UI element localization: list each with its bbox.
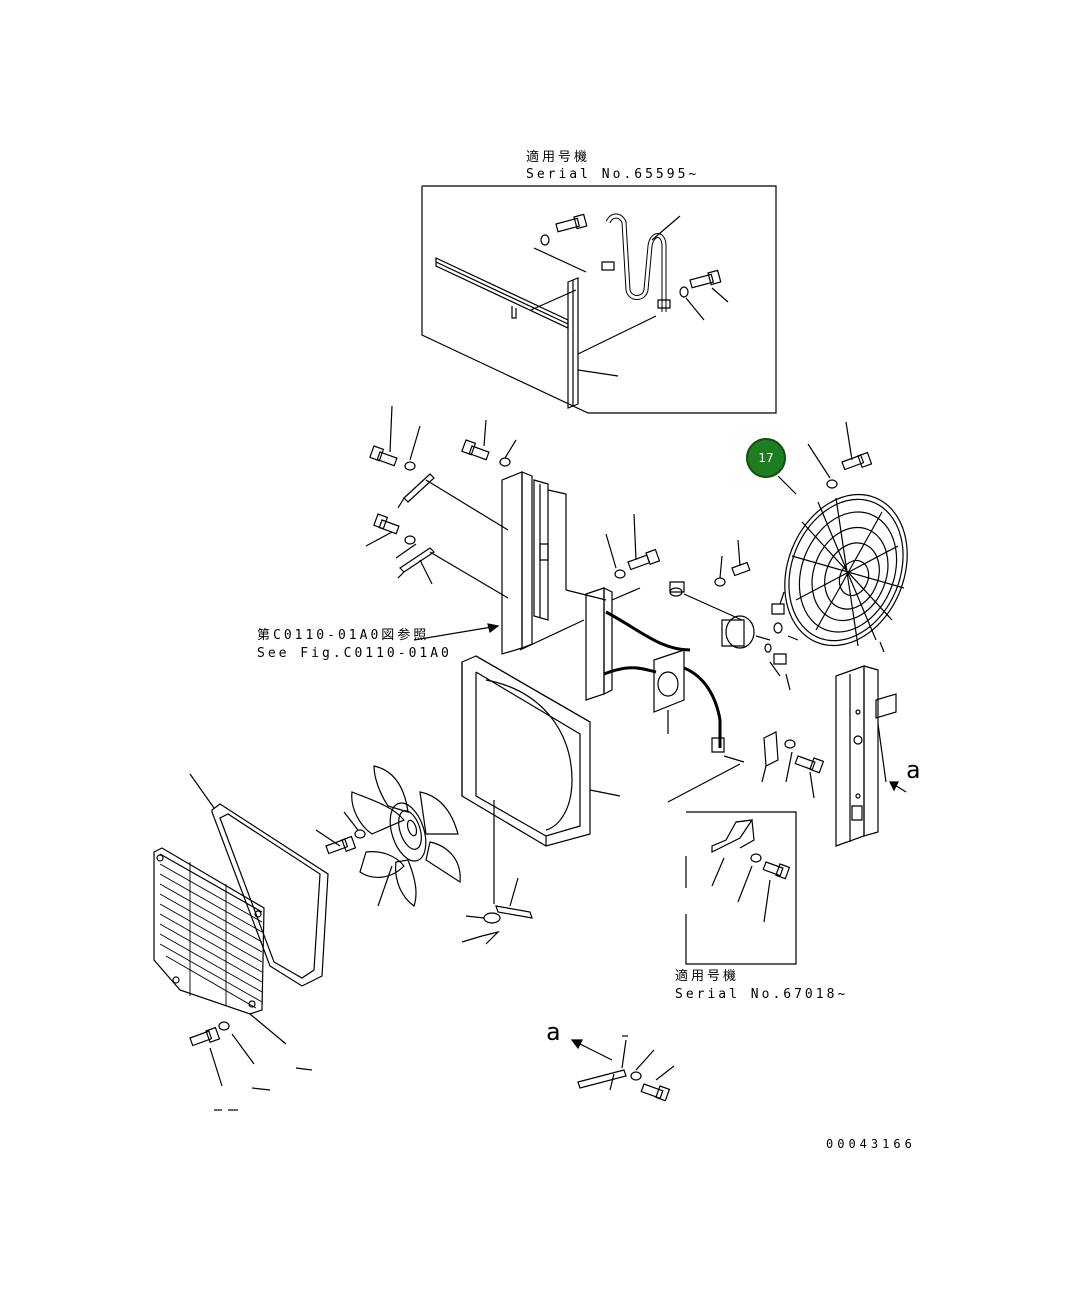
center-vertical-frame bbox=[502, 472, 606, 654]
front-grille bbox=[154, 848, 312, 1110]
view-marker-a-right: a bbox=[906, 756, 921, 784]
reference-label-en: See Fig.C0110-01A0 bbox=[257, 646, 452, 661]
bottom-inset-frame bbox=[686, 812, 796, 964]
view-marker-a-bottom: a bbox=[546, 1018, 561, 1046]
top-inset-applicable-label: 適用号機 bbox=[526, 150, 591, 165]
bottom-inset-applicable-label: 適用号機 bbox=[675, 969, 740, 984]
callout-badge-17[interactable]: 17 bbox=[746, 438, 786, 478]
motor-and-fittings bbox=[670, 540, 798, 690]
gasket-frame bbox=[190, 774, 328, 986]
top-inset-frame bbox=[422, 186, 776, 413]
top-inset-parts bbox=[436, 214, 728, 408]
reference-arrow bbox=[414, 624, 498, 640]
drawing-number: 00043166 bbox=[826, 1137, 916, 1151]
view-a-detail bbox=[572, 1036, 674, 1101]
upper-left-fasteners bbox=[366, 406, 516, 598]
bottom-inset-serial-label: Serial No.67018~ bbox=[675, 987, 849, 1002]
center-bracket-assembly bbox=[586, 514, 744, 802]
reference-label-jp: 第C0110-01A0図参照 bbox=[257, 628, 430, 643]
cooling-fan bbox=[316, 766, 460, 906]
fan-guard bbox=[763, 422, 929, 664]
center-clip-fasteners bbox=[762, 732, 823, 798]
right-vertical-bracket bbox=[836, 666, 906, 846]
lower-center-parts bbox=[462, 800, 532, 944]
top-inset-serial-label: Serial No.65595~ bbox=[526, 167, 700, 182]
bottom-inset-parts bbox=[712, 820, 789, 922]
radiator-shroud bbox=[462, 620, 620, 846]
